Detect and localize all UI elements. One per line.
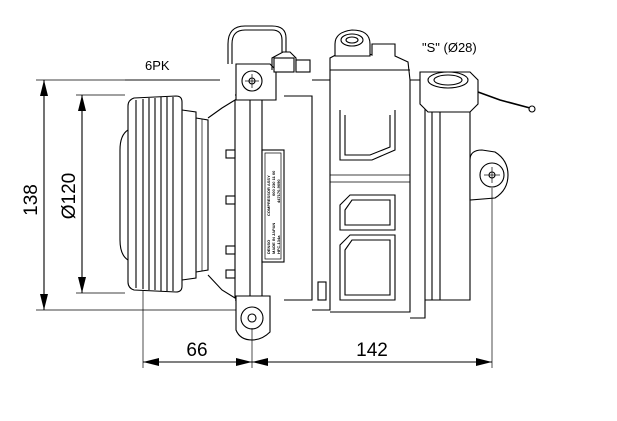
nameplate-line: 000 230 11 00 [271,170,276,196]
rear-head [410,71,536,319]
nameplate-line: COMPRESSOR ASSY [266,175,271,216]
wire-harness [227,25,311,73]
pulley-diameter-label: Ø120 [59,173,80,219]
port-s-label: "S" (Ø28) [422,40,477,55]
overall-height-label: 138 [21,184,42,216]
nameplate: COMPRESSOR ASSY 000 230 11 00 447170-909… [261,149,285,263]
nameplate-line: HFC-134a [276,235,281,254]
dimension-pulley-diameter: Ø120 [59,94,125,294]
belt-profile-label: 6PK [145,58,170,73]
compressor-body [284,29,411,313]
nameplate-line: 447170-9090 [276,179,281,203]
nameplate-line: DENSO [266,240,271,254]
nameplate-line: MADE IN JAPAN [271,223,276,254]
belt-profile-callout: 6PK [125,58,220,81]
dimension-overall-height: 138 [21,79,240,311]
mount-spacing-label: 142 [356,340,388,361]
pulley-to-mount-label: 66 [186,340,207,361]
pulley [119,95,209,293]
dimension-bottom: 66 142 [142,188,493,368]
